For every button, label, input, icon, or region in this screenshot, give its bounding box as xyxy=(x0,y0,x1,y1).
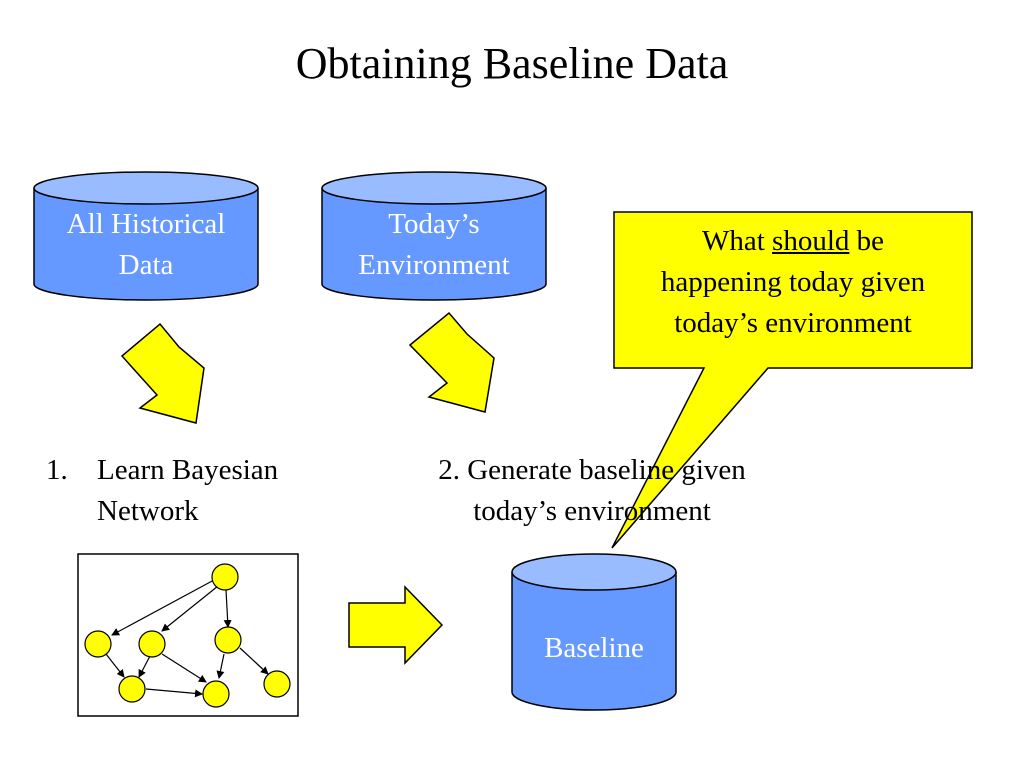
step-1-number: 1. xyxy=(46,454,68,486)
page-title: Obtaining Baseline Data xyxy=(295,39,729,88)
bayesian-network-diagram xyxy=(77,553,299,717)
todays-environment-label-line1: Today’s xyxy=(388,208,480,240)
callout-prefix: What xyxy=(701,225,773,257)
bn-node xyxy=(211,563,239,591)
todays-environment-label-line2: Environment xyxy=(358,249,510,281)
baseline-cylinder xyxy=(511,553,677,711)
historical-data-cylinder xyxy=(33,171,259,301)
bn-node xyxy=(118,675,146,703)
callout-suffix: be xyxy=(849,225,885,257)
historical-data-label-line1: All Historical xyxy=(66,208,226,240)
callout-bubble xyxy=(611,211,973,549)
todays-environment-cylinder xyxy=(321,171,547,301)
callout-line1: What should be xyxy=(614,221,972,262)
callout-text: What should be happening today given tod… xyxy=(614,221,972,344)
historical-data-label: All Historical Data xyxy=(34,204,258,286)
bn-node xyxy=(263,670,291,698)
bn-node xyxy=(84,630,112,658)
step-1-text: Learn Bayesian Network xyxy=(97,450,278,532)
step-1-line2: Network xyxy=(97,495,199,527)
bn-node xyxy=(202,680,230,708)
arrow-down-historical xyxy=(120,322,205,424)
callout-emphasis: should xyxy=(772,225,850,257)
step-2-line1: 2. Generate baseline given xyxy=(438,454,746,486)
bn-node xyxy=(138,630,166,658)
bn-node xyxy=(214,626,242,654)
step-2-line2: today’s environment xyxy=(473,495,711,527)
step-2-text: 2. Generate baseline given today’s envir… xyxy=(392,450,792,532)
callout-line3: today’s environment xyxy=(674,307,912,339)
baseline-label: Baseline xyxy=(544,632,644,664)
arrow-down-environment xyxy=(408,311,495,413)
todays-environment-label: Today’s Environment xyxy=(322,204,546,286)
historical-data-label-line2: Data xyxy=(118,249,174,281)
callout-line2: happening today given xyxy=(660,266,926,298)
step-1-line1: Learn Bayesian xyxy=(97,454,279,486)
arrow-right xyxy=(348,585,444,665)
